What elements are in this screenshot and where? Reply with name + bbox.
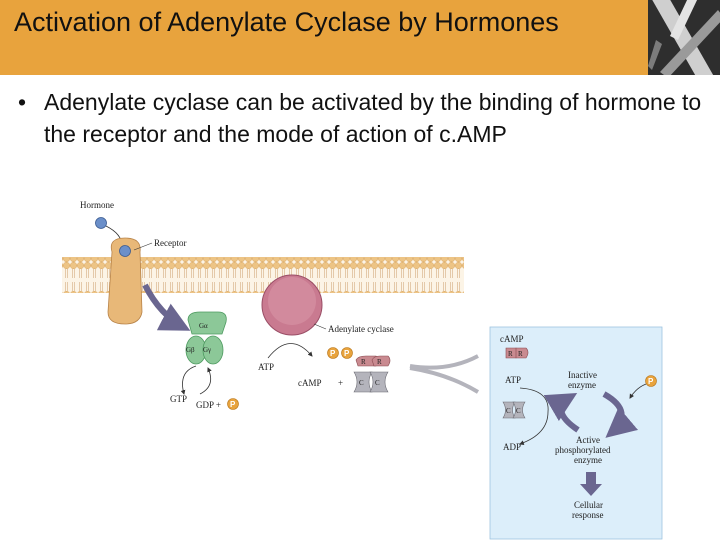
corner-photo [648,0,720,75]
activation-cycle-arrow-left [543,392,580,433]
hormone-molecule [95,217,107,229]
adenylate-cyclase-highlight [268,277,316,325]
bound-hormone [119,245,131,257]
g-alpha-label: Gα [199,322,208,330]
connector-arm-bottom [409,366,480,394]
panel-r-left: R [508,350,513,358]
pp-phosphate-1-label: P [330,349,336,358]
g-gamma-subunit [202,335,224,365]
phosphate-release-arrow [629,383,647,399]
connector-arm-top [409,354,479,370]
panel-c-right: C [516,407,521,415]
regulatory-subunit-right [371,355,391,367]
receptor-protein [107,237,143,325]
panel-catalytic-right [512,401,526,419]
corner-photo-graphic [648,0,720,75]
inactive-enzyme-line2: enzyme [568,380,596,390]
bullet-text: Adenylate cyclase can be activated by th… [44,89,702,147]
title-bar: Activation of Adenylate Cyclase by Hormo… [0,0,648,75]
panel-c-left: C [506,407,511,415]
catalytic-c-right: C [375,379,380,387]
gtp-label: GTP [170,394,187,404]
released-phosphate [645,375,657,387]
plus-sign: + [338,378,343,388]
receptor-leader-line [133,242,153,251]
panel-camp-label: cAMP [500,334,524,344]
response-arrow [580,472,602,496]
gdp-label: GDP + [196,400,221,410]
bullet-item: • Adenylate cyclase can be activated by … [14,86,704,150]
gtp-in-arrow [180,365,197,395]
cellular-response-line2: response [572,510,604,520]
gdp-out-arrow [199,367,212,395]
panel-atp-label: ATP [505,375,521,385]
adenylate-cyclase-diagram: Hormone Receptor Adenylate cyclase Gα Gβ… [62,200,663,540]
gdp-phosphate-label: P [230,400,236,409]
hormone-label: Hormone [80,200,114,210]
catalytic-subunit-right [369,371,389,393]
atp-conversion-arrow [267,343,313,359]
active-enzyme-line2: phosphorylated [555,445,611,455]
camp-label: cAMP [298,378,322,388]
activation-cycle-arrow-right [602,391,639,438]
gdp-phosphate [227,398,239,410]
receptor-label: Receptor [154,238,186,248]
panel-r-right: R [518,350,523,358]
g-alpha-subunit [187,311,227,335]
slide-title: Activation of Adenylate Cyclase by Hormo… [14,7,559,37]
regulatory-r-left: R [361,358,366,366]
g-beta-label: Gβ [186,346,195,354]
g-gamma-label: Gγ [203,346,211,354]
pp-phosphate-2-label: P [344,349,350,358]
active-enzyme-line3: enzyme [574,455,602,465]
inactive-enzyme-line1: Inactive [568,370,597,380]
cellular-response-line1: Cellular [574,500,603,510]
regulatory-r-right: R [377,358,382,366]
atp-label: ATP [258,362,274,372]
bullet-list: • Adenylate cyclase can be activated by … [14,86,704,150]
adenylate-cyclase-label: Adenylate cyclase [328,324,394,334]
cyclase-leader-line [313,323,327,330]
panel-regulatory-right [515,347,529,359]
pp-phosphate-2 [341,347,353,359]
bullet-symbol: • [18,89,27,115]
catalytic-c-left: C [359,379,364,387]
panel-adp-label: ADP [503,442,521,452]
released-phosphate-label: P [648,377,654,386]
activation-arrow [142,283,191,331]
active-enzyme-line1: Active [576,435,600,445]
pp-phosphate-1 [327,347,339,359]
